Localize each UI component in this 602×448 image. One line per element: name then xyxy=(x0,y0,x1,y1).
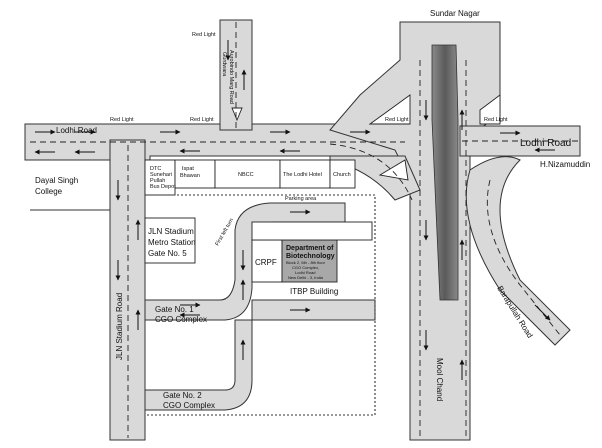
island-left xyxy=(368,94,411,125)
label-aurobindo-road: Aurobindo Marg Road xyxy=(228,50,234,104)
label-dtc-4: Bus Depot xyxy=(150,184,176,190)
label-gate2-2: CGO Complex xyxy=(163,401,215,410)
label-ispat-1: Ispat xyxy=(182,166,194,172)
label-dbt-addr-4: New Delhi - 3, India xyxy=(288,275,324,280)
island-aurobindo xyxy=(231,107,243,122)
label-dtc-3: Pullah xyxy=(150,178,165,184)
label-dbt-title-2: Biotechnology xyxy=(286,253,335,260)
barapullah-lane xyxy=(486,179,561,336)
label-gate1-2: CGO Complex xyxy=(155,315,207,324)
parking-area xyxy=(251,221,373,241)
label-nbcc: NBCC xyxy=(238,172,254,178)
label-gate1-1: Gate No. 1 xyxy=(155,305,194,314)
label-sundar-nagar: Sundar Nagar xyxy=(430,9,480,18)
label-red-light-1: Red Light xyxy=(110,117,134,123)
central-median xyxy=(431,44,459,301)
ispat-bhawan xyxy=(174,159,216,189)
label-dayal-singh: Dayal Singh xyxy=(35,176,78,185)
label-first-left: First left turn xyxy=(215,218,235,247)
label-itbp: ITBP Building xyxy=(290,287,338,296)
label-dbt-addr-2: CGO Complex, xyxy=(292,265,319,270)
lodhi-road-right xyxy=(459,125,581,157)
label-jln-metro-1: JLN Stadium xyxy=(148,227,194,236)
cgo-right-strip xyxy=(251,299,376,321)
curve-lane xyxy=(329,143,413,201)
label-jln-metro-2: Metro Station xyxy=(148,238,196,247)
label-church: Church xyxy=(333,172,351,178)
label-gurdwara: Gurdwara xyxy=(221,52,227,77)
label-red-light-3: Red Light xyxy=(192,32,216,38)
island-right xyxy=(479,94,501,125)
label-lodhi-hotel: The Lodhi Hotel xyxy=(283,172,322,178)
label-lodhi-road-left: Lodhi Road xyxy=(56,126,97,135)
label-red-light-2: Red Light xyxy=(190,117,214,123)
jln-metro-station xyxy=(144,217,196,264)
dtc-depot xyxy=(144,159,176,196)
barapullah-road xyxy=(465,156,571,346)
island-bottom xyxy=(378,159,409,181)
dbt-building xyxy=(281,239,338,283)
lodhi-hotel xyxy=(279,159,331,189)
label-jln-stadium-road: JLN Stadium Road xyxy=(115,293,124,360)
label-jln-metro-3: Gate No. 5 xyxy=(148,249,187,258)
label-ispat-2: Bhawan xyxy=(180,173,200,179)
label-h-nizamuddin: H.Nizamuddin xyxy=(540,160,590,169)
label-dbt-addr-1: Block 2, 6th - 8th floor xyxy=(286,260,326,265)
label-lodhi-road-right: Lodhi Road xyxy=(520,138,571,149)
complex-boundary xyxy=(145,194,376,416)
label-crpf: CRPF xyxy=(255,258,277,267)
church-building xyxy=(329,159,356,189)
label-dbt-title-1: Department of xyxy=(286,245,334,252)
nbcc-building xyxy=(214,159,281,189)
label-red-light-5: Red Light xyxy=(484,117,508,123)
traffic-arrows xyxy=(34,40,555,380)
label-dbt-addr-3: Lodhi Road xyxy=(295,270,315,275)
jln-stadium-road xyxy=(109,139,146,441)
label-dtc-1: DTC xyxy=(150,166,161,172)
label-red-light-4: Red Light xyxy=(385,117,409,123)
label-gate2-1: Gate No. 2 xyxy=(163,391,202,400)
label-mool-chand: Mool Chand xyxy=(435,358,444,401)
label-parking: Parking area xyxy=(285,196,317,202)
label-dayal-college: College xyxy=(35,187,63,196)
label-dtc-2: Sunehari xyxy=(150,172,172,178)
